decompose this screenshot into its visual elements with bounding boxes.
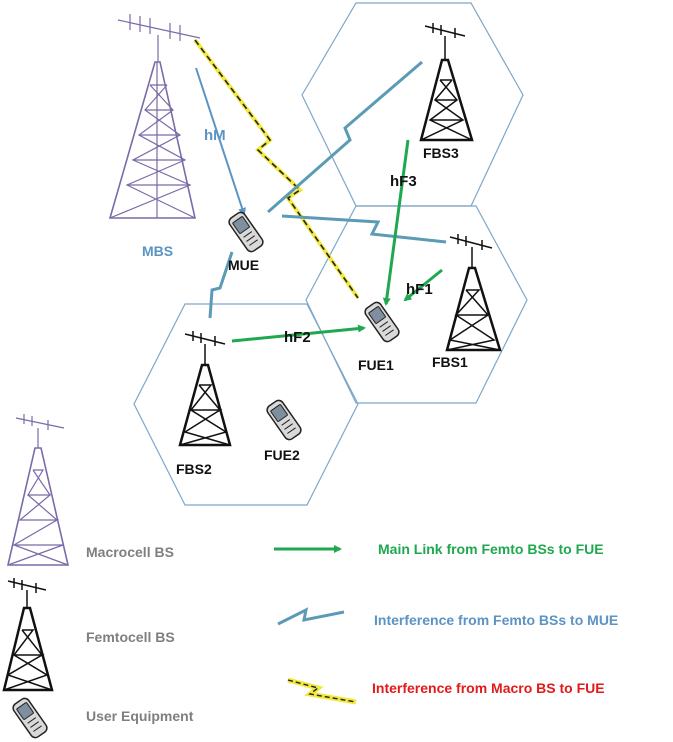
fue2-label: FUE2: [264, 447, 300, 463]
legend-macro-interference-bolt: [287, 677, 357, 705]
legend-femto-tower-icon: [2, 578, 54, 692]
legend-macro-tower-icon: [6, 414, 70, 566]
hf1-label: hF1: [406, 281, 433, 298]
fue1-phone-icon: [364, 301, 400, 343]
legend-macro-interference-label: Interference from Macro BS to FUE: [372, 680, 605, 696]
femto-interference-fbs1-mue: [281, 214, 447, 244]
legend-main-link-label: Main Link from Femto BSs to FUE: [378, 541, 604, 557]
legend-phone-icon: [12, 697, 48, 739]
hf1-link-arrow: [403, 268, 443, 302]
femto-interference-fbs2-mue: [208, 251, 234, 319]
mbs-tower-icon: [108, 14, 201, 219]
fue2-phone-icon: [266, 399, 302, 441]
mue-label: MUE: [228, 257, 259, 273]
femto-interference-fbs3-mue: [267, 60, 423, 214]
hf2-link-arrow: [231, 324, 366, 343]
hf3-link-arrow: [382, 139, 410, 306]
fbs2-tower-icon: [178, 331, 232, 447]
mbs-label: MBS: [142, 243, 173, 259]
hm-label: hM: [204, 127, 226, 144]
legend-femto-interference-bolt: [277, 607, 345, 626]
fbs2-label: FBS2: [176, 461, 212, 477]
legend-macrocell-label: Macrocell BS: [86, 544, 174, 560]
legend-user-equipment-label: User Equipment: [86, 708, 194, 724]
fbs1-cell: [305, 205, 528, 404]
mue-phone-icon: [228, 211, 264, 253]
fbs3-tower-icon: [419, 23, 474, 142]
hm-link-arrow: [195, 67, 246, 216]
hf3-label: hF3: [390, 173, 417, 190]
macro-interference-bolt: [193, 38, 360, 300]
fbs3-label: FBS3: [423, 145, 459, 161]
fbs2-cell: [133, 303, 359, 506]
hf2-label: hF2: [284, 329, 311, 346]
legend-femtocell-label: Femtocell BS: [86, 629, 175, 645]
fbs1-label: FBS1: [432, 354, 468, 370]
legend-femto-interference-label: Interference from Femto BSs to MUE: [374, 612, 618, 628]
fue1-label: FUE1: [358, 357, 394, 373]
fbs1-tower-icon: [445, 234, 502, 352]
